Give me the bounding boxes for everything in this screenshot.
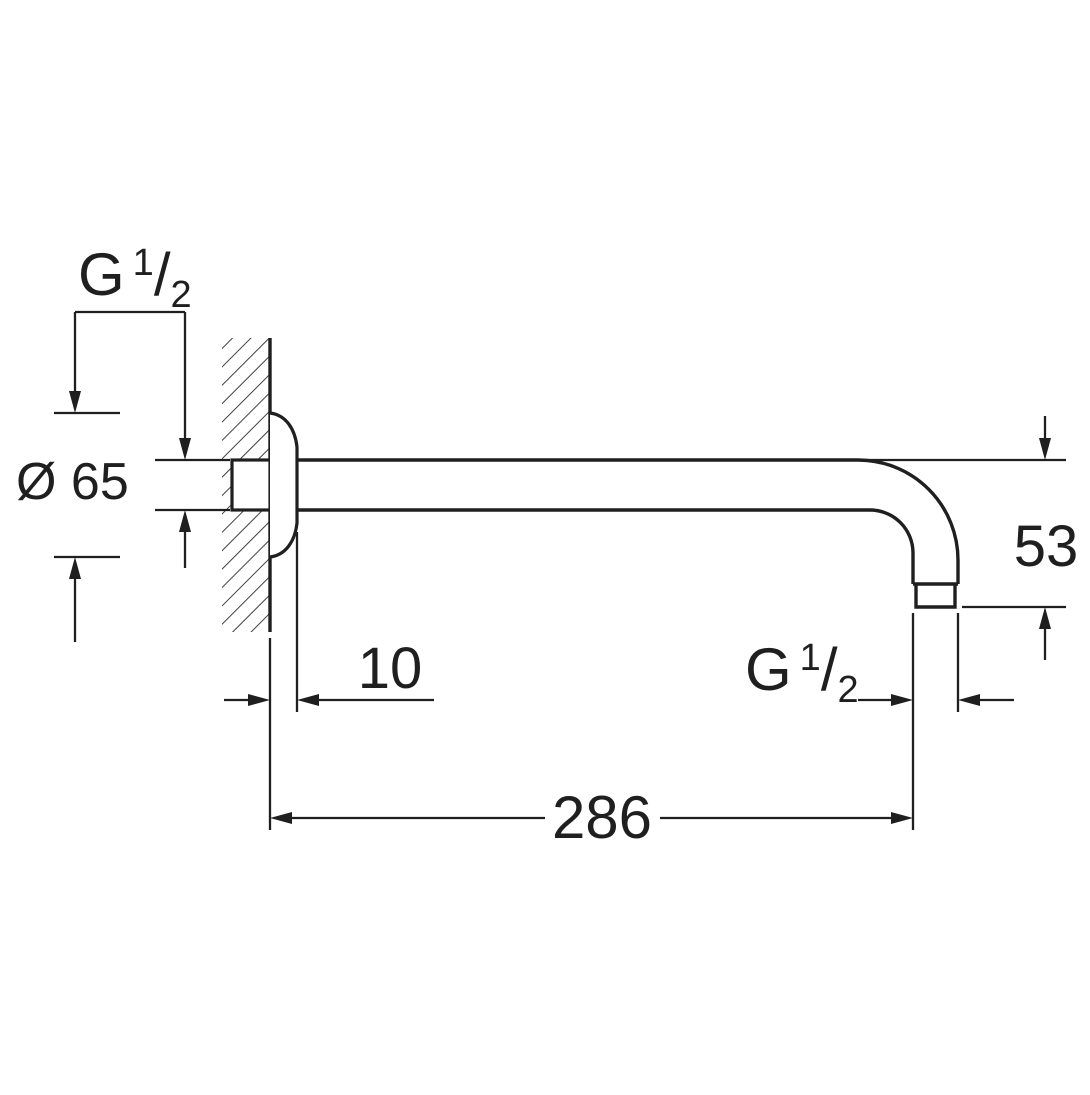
label-bottom-thread-slash: /: [821, 636, 838, 703]
label-top-thread-den: 2: [170, 274, 191, 316]
arrowhead-down: [1039, 438, 1051, 460]
arrowhead-right: [891, 694, 913, 706]
label-bottom-thread-den: 2: [837, 669, 858, 711]
label-flange-diameter: Ø 65: [16, 453, 129, 511]
arrowhead-up: [69, 557, 81, 579]
label-offset: 10: [358, 636, 423, 701]
arrowhead-right: [248, 694, 270, 706]
arrowhead-right: [891, 812, 913, 824]
label-top-thread-num: 1: [133, 242, 154, 284]
wall-thread-connector: [230, 458, 272, 512]
label-length: 286: [552, 784, 652, 851]
arrowhead-down: [69, 391, 81, 413]
dim-arm-length: 286: [270, 784, 913, 851]
arrowhead-left: [958, 694, 980, 706]
arrowhead-left: [270, 812, 292, 824]
arrowhead-left: [297, 694, 319, 706]
shower-arm: [230, 411, 960, 609]
dim-outlet-drop: 53: [862, 416, 1078, 660]
label-drop: 53: [1014, 514, 1079, 579]
arm-tube-inner-contour: [297, 508, 915, 584]
label-top-thread-g: G: [78, 241, 125, 308]
dim-flange-projection: 10: [224, 532, 434, 830]
label-bottom-thread-num: 1: [800, 637, 821, 679]
dim-flange-diameter: Ø 65: [16, 312, 129, 642]
outlet-thread-tip: [914, 584, 957, 609]
arrowhead-up: [1039, 607, 1051, 629]
arrowhead-down: [179, 438, 191, 460]
flange: [269, 411, 299, 559]
label-bottom-thread-g: G: [745, 636, 792, 703]
label-top-thread-slash: /: [154, 241, 171, 308]
arrowhead-up: [179, 510, 191, 532]
arm-tube-outer-contour: [297, 458, 960, 584]
